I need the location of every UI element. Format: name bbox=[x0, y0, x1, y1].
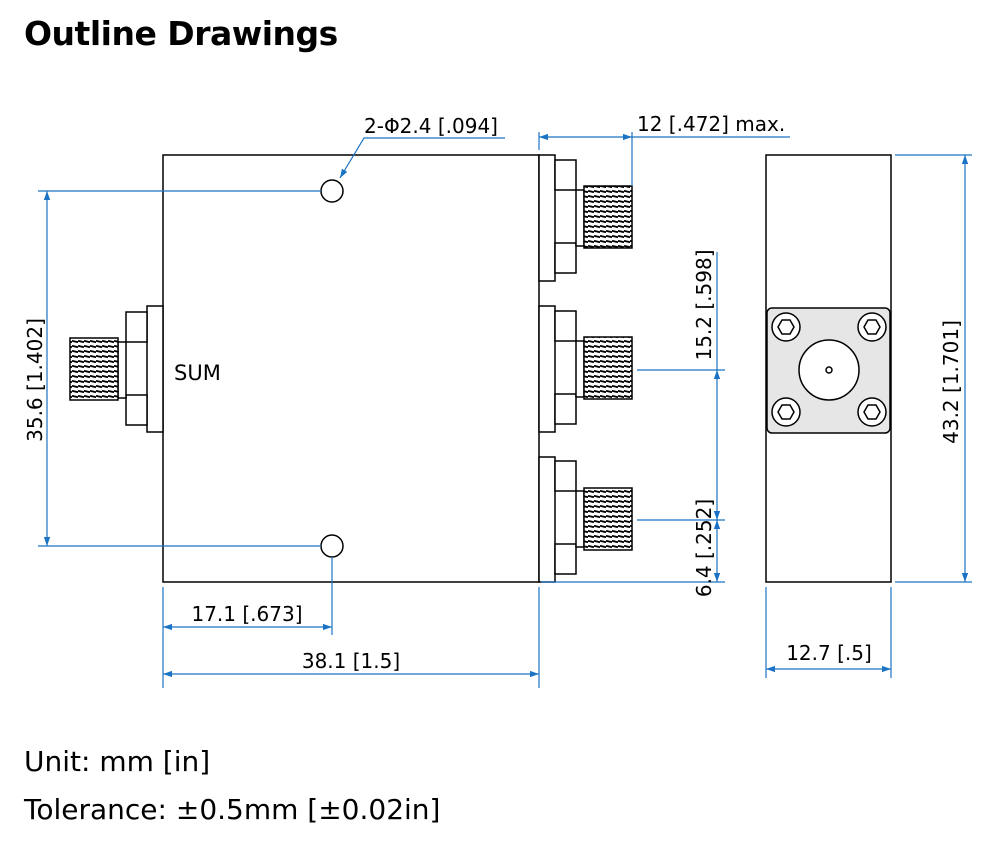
dim-hole-x: 17.1 [.673] bbox=[191, 602, 302, 626]
dim-body-width: 12.7 [.5] bbox=[786, 641, 872, 665]
output-connector-2 bbox=[538, 305, 633, 433]
sum-connector bbox=[69, 305, 164, 433]
center-pin bbox=[825, 366, 833, 374]
flange-screw-tl bbox=[771, 312, 801, 342]
dim-hole-spacing: 35.6 [1.402] bbox=[23, 318, 47, 442]
dim-hole: 2-Φ2.4 [.094] bbox=[364, 114, 498, 138]
dimension-lines bbox=[38, 132, 972, 688]
dim-port-offset: 6.4 [.252] bbox=[692, 499, 716, 597]
dim-body-length: 38.1 [1.5] bbox=[302, 649, 400, 673]
dim-body-height: 43.2 [1.701] bbox=[939, 320, 963, 444]
flange-screw-br bbox=[857, 397, 887, 427]
sum-port-label: SUM bbox=[174, 361, 221, 385]
front-view bbox=[69, 154, 633, 583]
flange-screw-bl bbox=[771, 397, 801, 427]
flange-screw-tr bbox=[857, 312, 887, 342]
side-view bbox=[765, 154, 892, 583]
output-connector-3 bbox=[538, 456, 633, 583]
output-connector-1 bbox=[538, 154, 633, 282]
mounting-hole-top bbox=[320, 179, 344, 203]
front-body bbox=[162, 154, 540, 583]
mounting-hole-bottom bbox=[320, 534, 344, 558]
tolerance-note: Tolerance: ±0.5mm [±0.02in] bbox=[24, 793, 441, 826]
dim-port-pitch: 15.2 [.598] bbox=[692, 249, 716, 360]
unit-note: Unit: mm [in] bbox=[24, 745, 211, 778]
dim-connector-depth: 12 [.472] max. bbox=[637, 112, 785, 136]
page-title: Outline Drawings bbox=[24, 14, 338, 53]
